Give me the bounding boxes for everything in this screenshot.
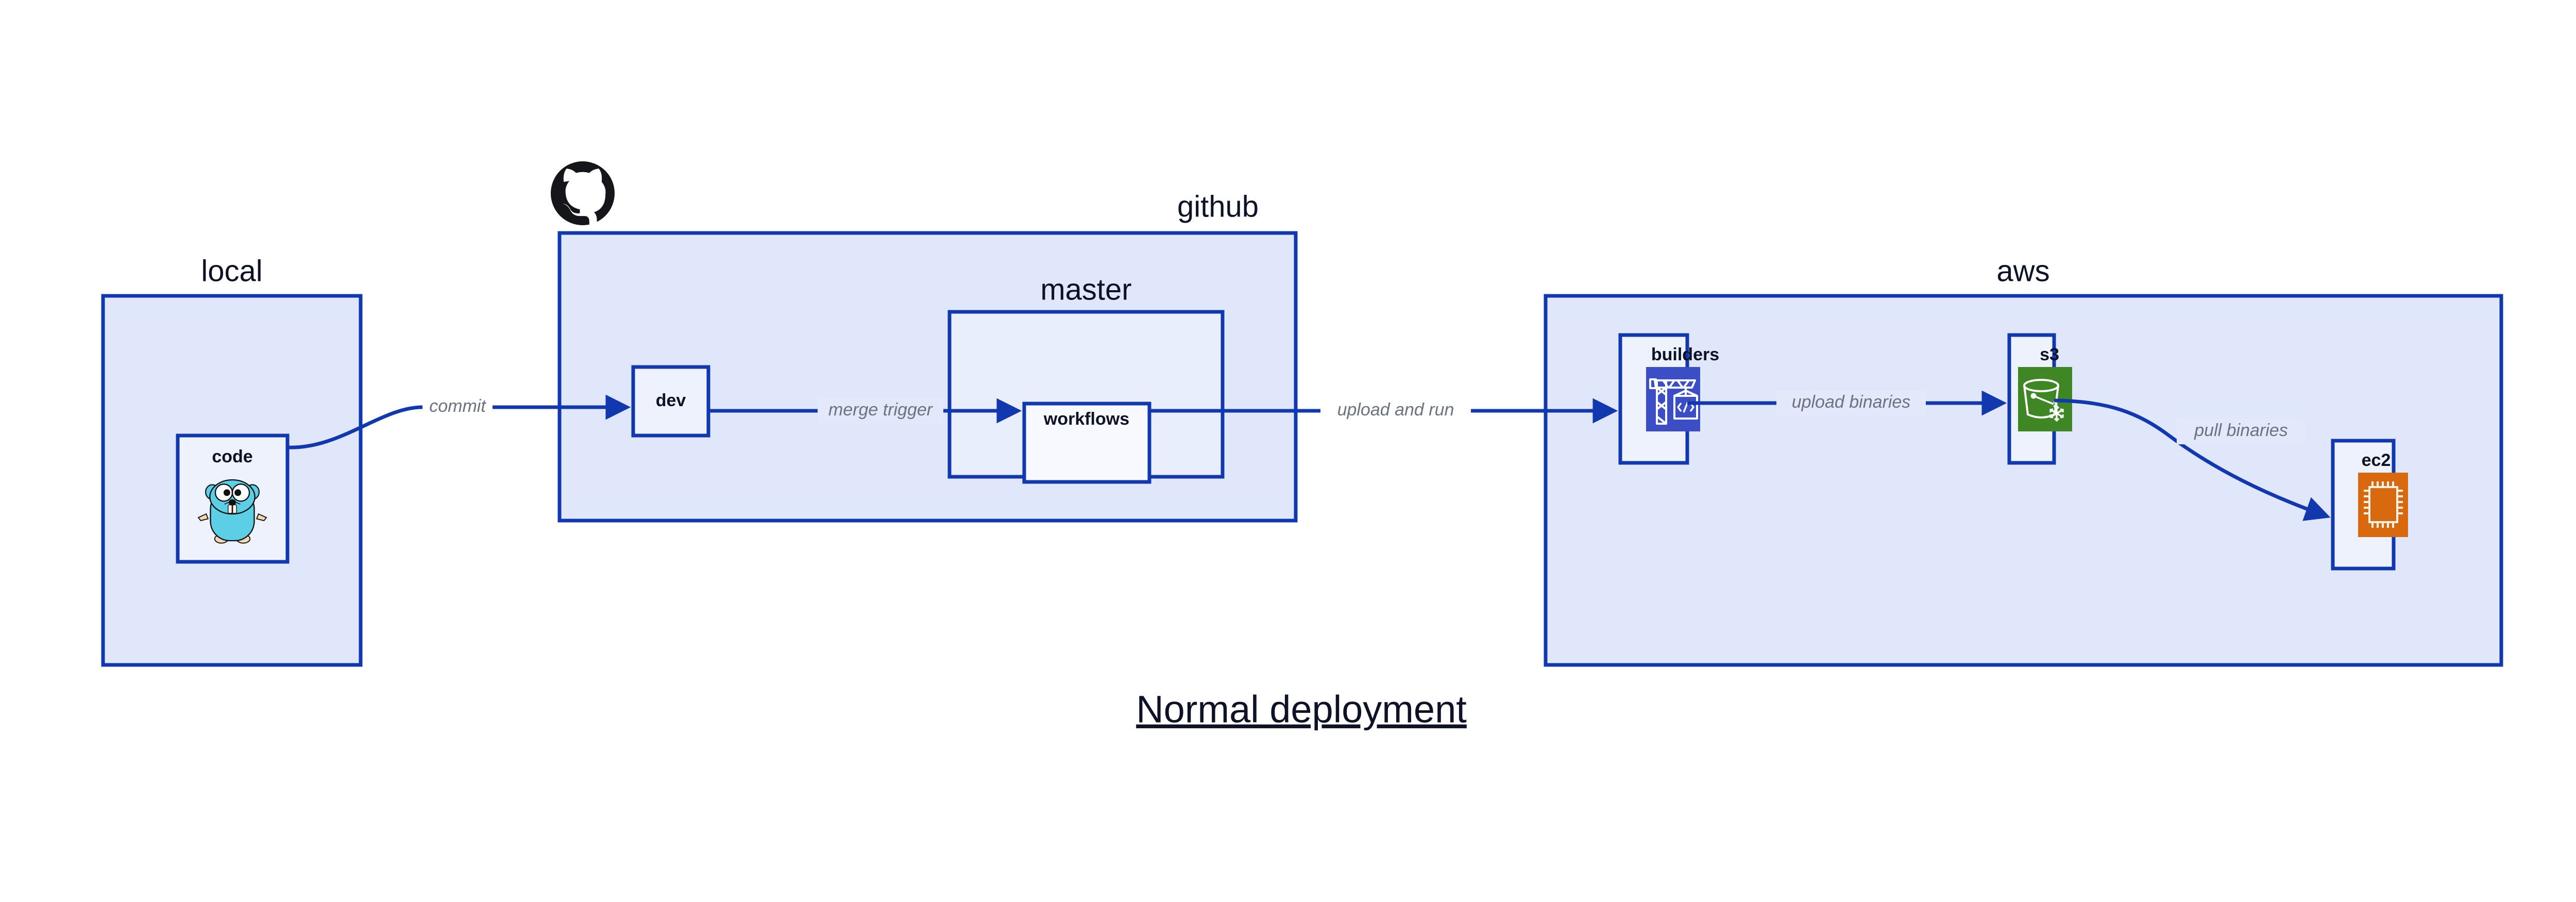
edge-dev-workflows-label-bg — [818, 398, 943, 424]
edge-code-dev-label-bg — [422, 394, 493, 420]
edge-dev-workflows-label: merge trigger — [828, 400, 934, 420]
subgroup-master-label: master — [1040, 273, 1131, 306]
edge-s3-ec2-label-bg — [2177, 419, 2306, 444]
edge-dev-workflows: merge trigger — [708, 398, 1022, 424]
node-builders[interactable]: builders — [1618, 333, 1719, 465]
diagram-title: Normal deployment — [1136, 688, 1467, 731]
node-workflows-box[interactable] — [1022, 402, 1151, 484]
node-dev[interactable]: dev — [631, 365, 710, 438]
edge-builders-s3-label-bg — [1776, 390, 1926, 416]
edge-code-dev: commit — [287, 394, 631, 449]
edge-code-dev-label: commit — [429, 396, 486, 416]
group-aws-label: aws — [1996, 254, 2049, 288]
go-gopher-icon — [197, 479, 267, 544]
group-github: github master dev workflows — [551, 161, 1298, 523]
group-local: local code — [101, 254, 363, 667]
edge-workflows-builders-label: upload and run — [1337, 400, 1454, 420]
edge-s3-ec2-label: pull binaries — [2194, 421, 2287, 440]
github-octocat-logo — [551, 161, 615, 235]
node-code-label: code — [212, 447, 252, 466]
edge-s3-ec2: pull binaries — [2054, 398, 2331, 521]
group-github-label: github — [1177, 190, 1259, 223]
node-code[interactable]: code — [176, 433, 290, 564]
node-dev-label: dev — [656, 391, 686, 410]
edge-workflows-builders-label-bg — [1320, 398, 1471, 424]
aws-codebuild-icon — [1646, 367, 1700, 431]
group-aws: aws builders — [1544, 254, 2503, 667]
node-ec2-label: ec2 — [2362, 450, 2391, 470]
node-workflows-label: workflows — [1043, 409, 1129, 429]
node-s3-label: s3 — [2040, 345, 2059, 364]
node-builders-label: builders — [1651, 345, 1719, 364]
node-ec2[interactable]: ec2 — [2331, 439, 2408, 571]
aws-ec2-icon — [2358, 473, 2408, 537]
node-dev-box[interactable] — [631, 365, 710, 438]
edge-workflows-builders: upload and run — [1149, 398, 1618, 424]
edge-builders-s3: upload binaries — [1687, 390, 2007, 416]
node-workflows[interactable]: workflows — [1022, 402, 1151, 484]
group-local-label: local — [201, 254, 262, 288]
edge-builders-s3-label: upload binaries — [1792, 392, 1911, 412]
